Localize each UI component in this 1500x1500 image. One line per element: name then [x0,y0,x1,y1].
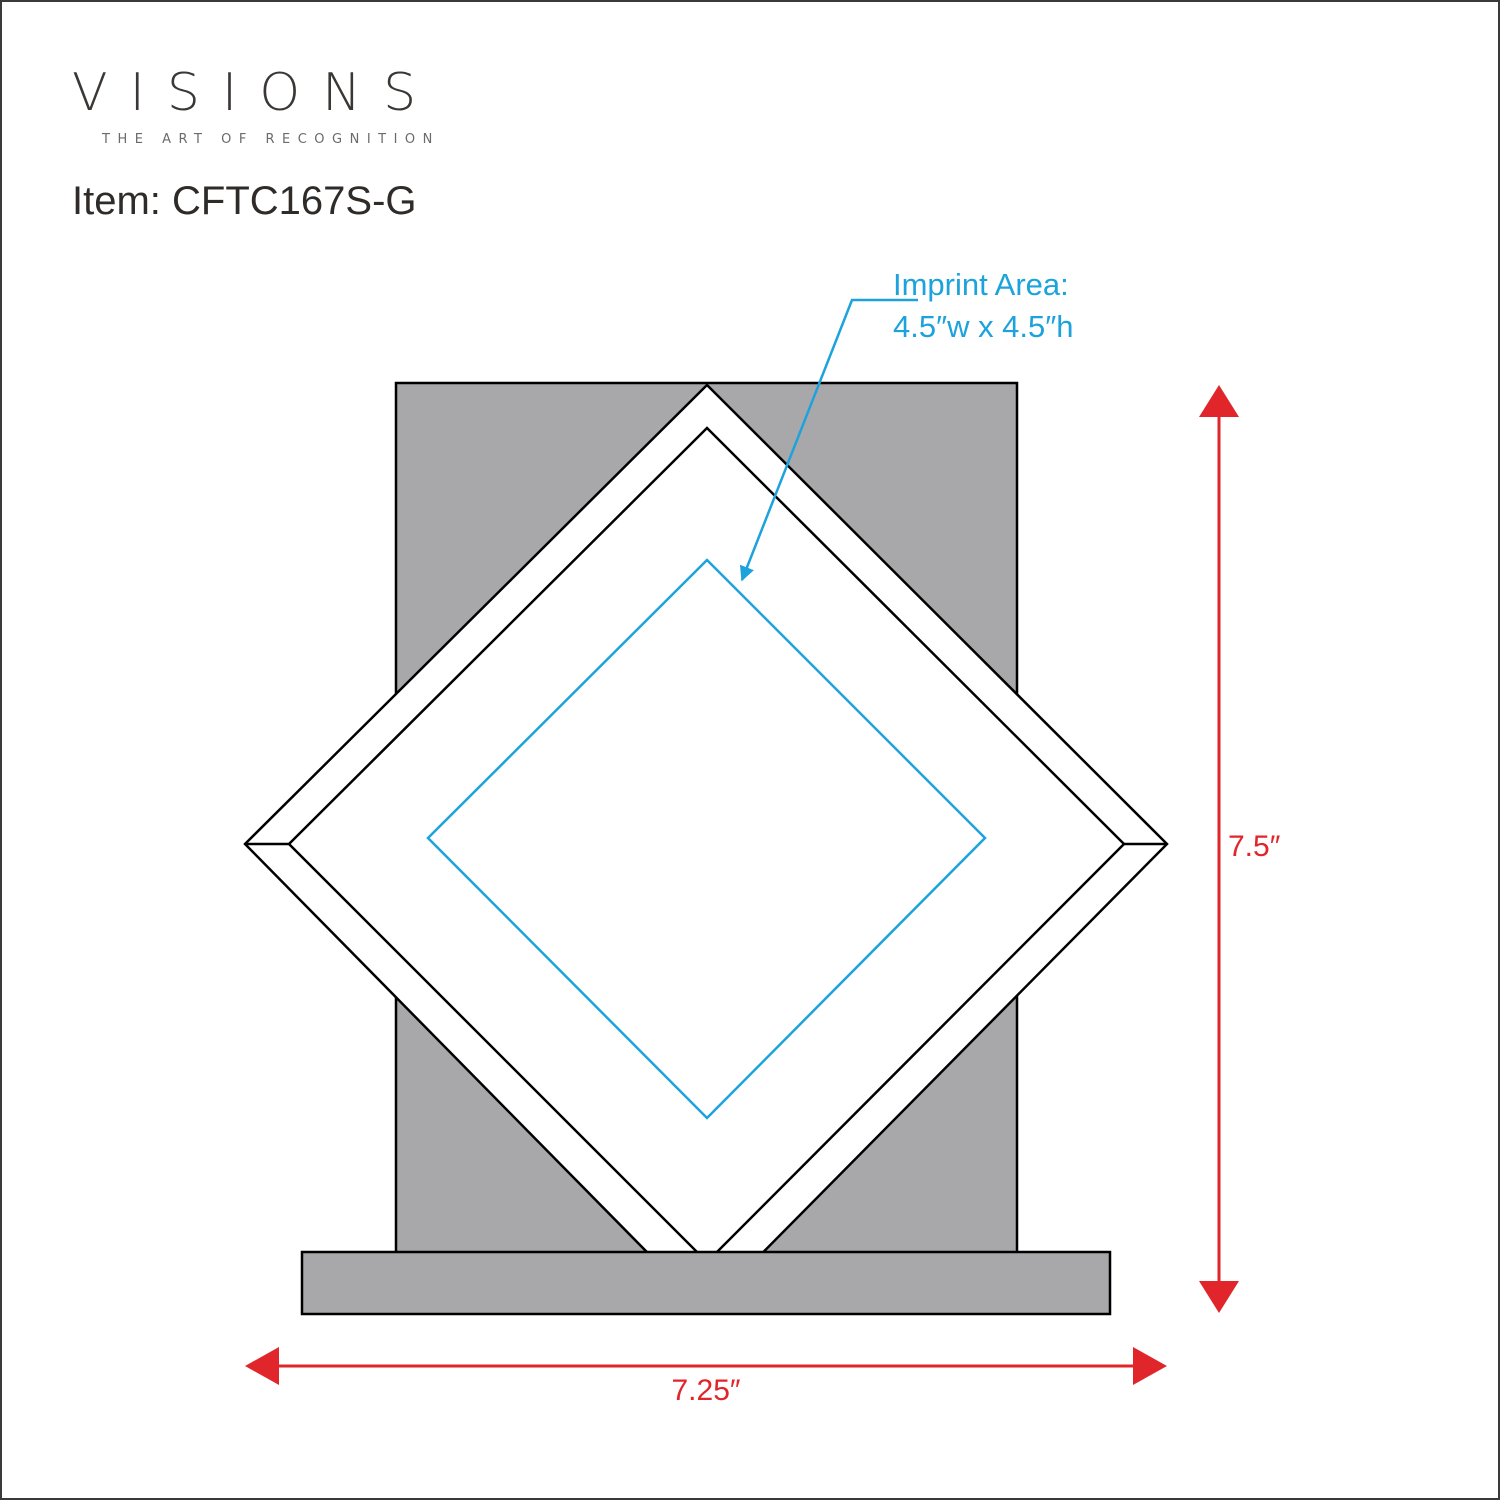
width-arrow-right [1133,1347,1167,1385]
imprint-area [426,558,987,1120]
callout-title: Imprint Area: [893,267,1069,302]
brand-logo: VISIONS [72,63,438,123]
brand-tagline: THE ART OF RECOGNITION [101,132,440,147]
callout-size: 4.5″w x 4.5″h [893,309,1074,344]
callout-leader [739,298,918,582]
height-label: 7.5″ [1228,830,1281,863]
width-label: 7.25″ [671,1374,740,1407]
base [300,1250,1112,1316]
width-arrow-left [245,1347,279,1385]
height-arrow-bottom [1199,1281,1239,1313]
height-arrow-top [1199,385,1239,417]
item-label: Item: CFTC167S-G [72,179,417,223]
